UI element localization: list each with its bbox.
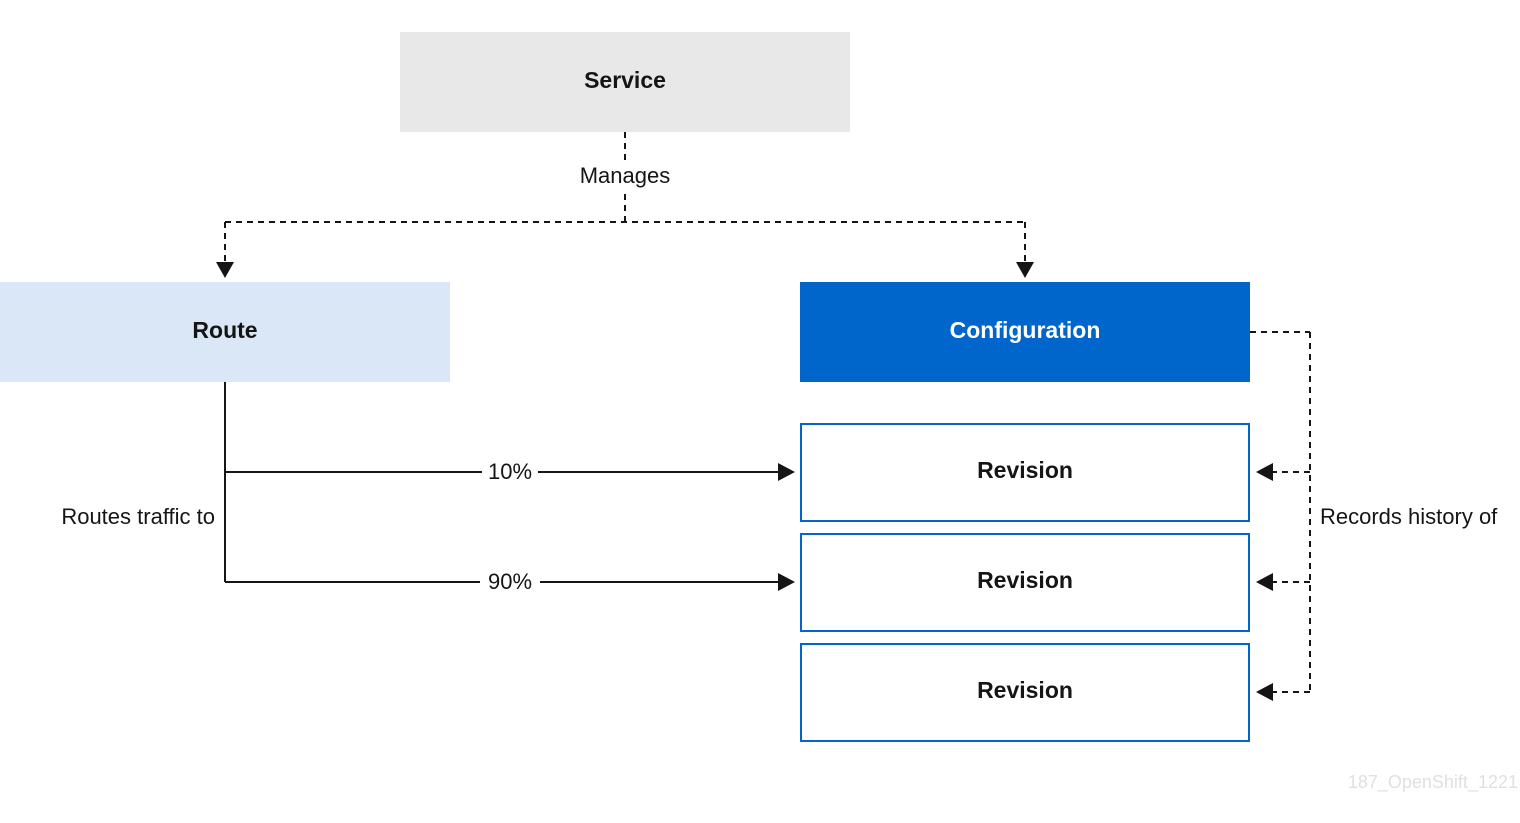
manages-connector: [224, 132, 1026, 262]
records-history-connector: [1250, 331, 1311, 693]
service-node: Service: [400, 32, 850, 132]
routes-traffic-label: Routes traffic to: [61, 504, 215, 529]
traffic-percent-label: 90%: [488, 569, 532, 594]
arrowhead-history-3: [1256, 683, 1273, 701]
figure-id-watermark: 187_OpenShift_1221: [1348, 772, 1518, 793]
revision-node: Revision: [800, 643, 1250, 742]
arrowhead-history-2: [1256, 573, 1273, 591]
revision-label: Revision: [977, 677, 1073, 703]
revision-box: [800, 423, 1250, 522]
configuration-label: Configuration: [950, 317, 1101, 343]
route-box: [0, 282, 450, 382]
revision-label: Revision: [977, 457, 1073, 483]
revision-label: Revision: [977, 567, 1073, 593]
service-box: [400, 32, 850, 132]
revision-box: [800, 643, 1250, 742]
arrowhead-traffic-90: [778, 573, 795, 591]
revision-node: Revision: [800, 423, 1250, 522]
routes-traffic-connector: [224, 382, 780, 583]
arrowhead-traffic-10: [778, 463, 795, 481]
route-label: Route: [192, 317, 257, 343]
arrowhead-to-route: [216, 262, 234, 278]
records-history-label: Records history of: [1320, 504, 1498, 529]
revision-node: Revision: [800, 533, 1250, 632]
manages-label: Manages: [580, 163, 671, 188]
traffic-percent-label: 10%: [488, 459, 532, 484]
arrowhead-to-configuration: [1016, 262, 1034, 278]
configuration-box: [800, 282, 1250, 382]
revision-box: [800, 533, 1250, 632]
arrowhead-history-1: [1256, 463, 1273, 481]
route-node: Route: [0, 282, 450, 382]
service-label: Service: [584, 67, 666, 93]
configuration-node: Configuration: [800, 282, 1250, 382]
